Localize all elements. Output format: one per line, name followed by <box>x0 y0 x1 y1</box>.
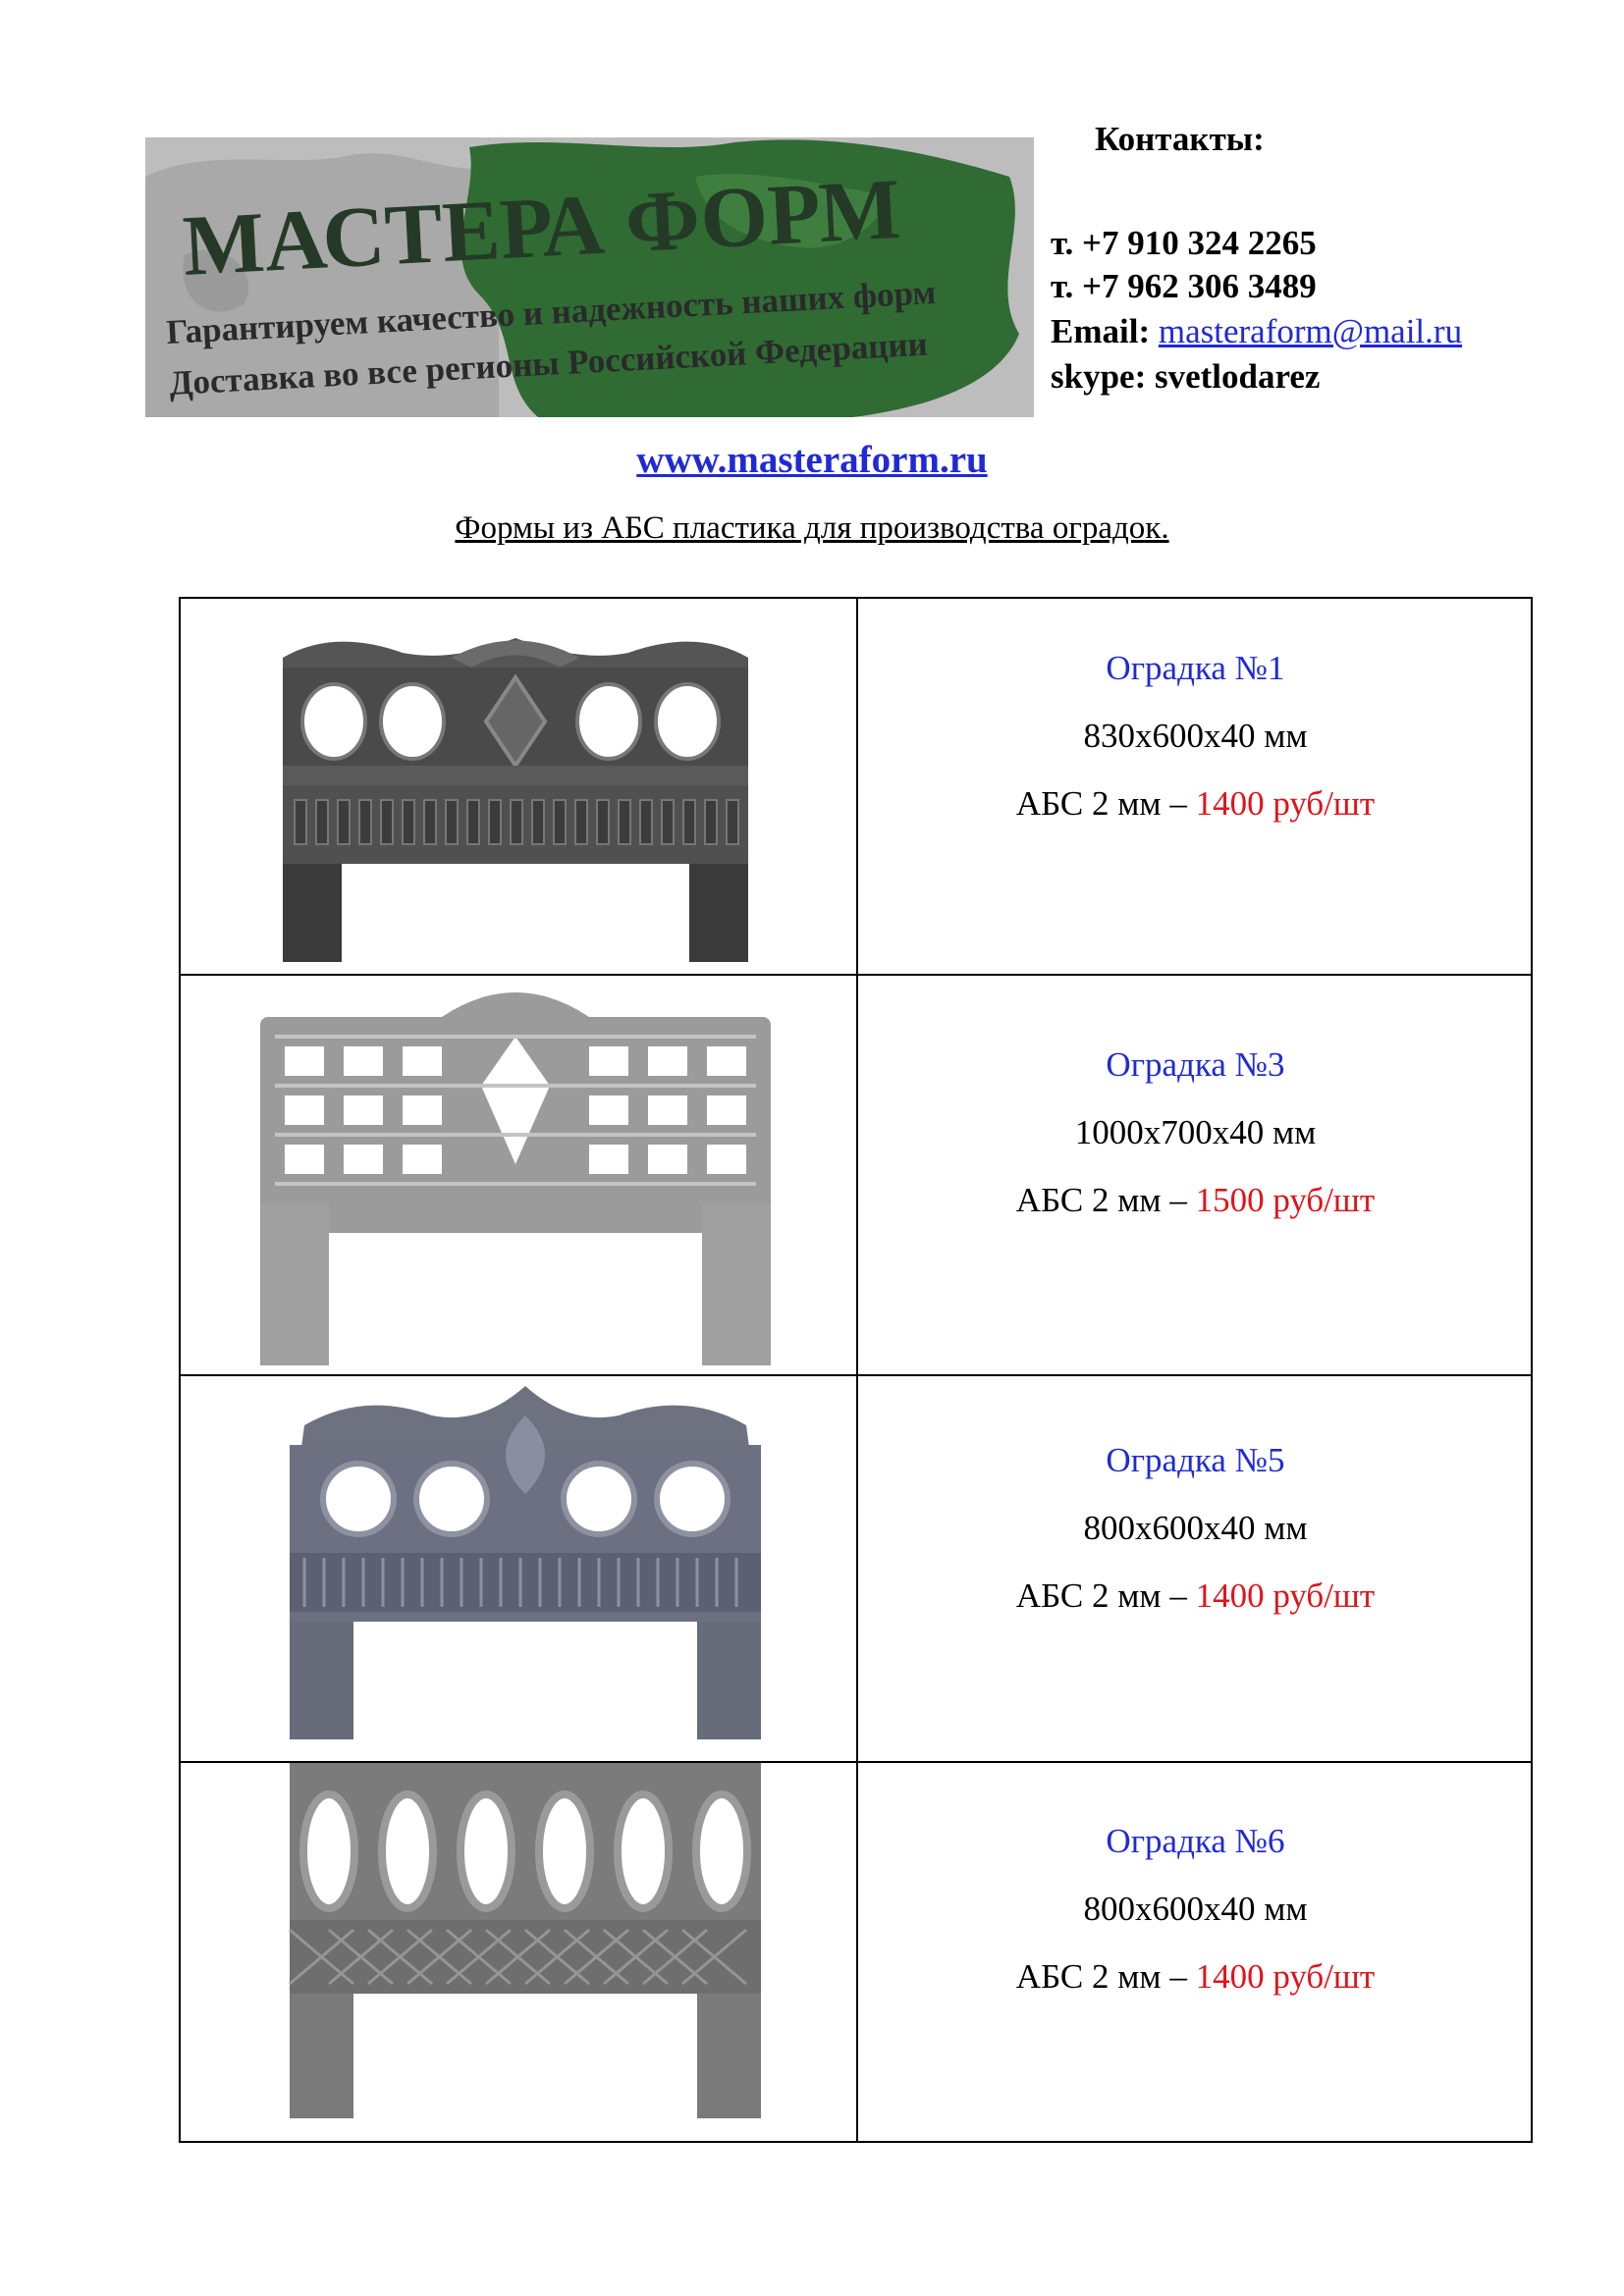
company-banner: МАСТЕРА ФОРМ Гарантируем качество и наде… <box>145 137 1034 417</box>
product-price: 1400 <box>1195 1576 1265 1615</box>
product-price-unit: руб/шт <box>1272 1576 1376 1615</box>
fence-1-info: Оградка №1 830х600х40 мм АБС 2 мм – 1400… <box>858 651 1533 821</box>
product-material: АБС 2 мм – <box>1015 1181 1187 1219</box>
product-material: АБС 2 мм – <box>1015 784 1187 823</box>
product-price: 1400 <box>1195 1957 1265 1996</box>
product-price-unit: руб/шт <box>1272 1957 1376 1996</box>
email-line: Email: masteraform@mail.ru <box>1051 312 1462 351</box>
fence-3-image <box>181 976 856 1374</box>
table-row: Оградка №1 830х600х40 мм АБС 2 мм – 1400… <box>181 599 1531 974</box>
product-price-line: АБС 2 мм – 1500 руб/шт <box>858 1183 1533 1217</box>
website-link[interactable]: www.masteraform.ru <box>636 439 988 481</box>
product-name: Оградка №3 <box>1106 1045 1285 1084</box>
product-name: Оградка №6 <box>1106 1822 1285 1860</box>
phone-2: т. +7 962 306 3489 <box>1051 267 1317 305</box>
table-row: Оградка №6 800х600х40 мм АБС 2 мм – 1400… <box>181 1761 1531 2141</box>
fence-6-image <box>181 1763 856 2141</box>
product-name: Оградка №1 <box>1106 649 1285 687</box>
table-row: Оградка №5 800х600х40 мм АБС 2 мм – 1400… <box>181 1374 1531 1761</box>
fence-3-info: Оградка №3 1000х700х40 мм АБС 2 мм – 150… <box>858 1047 1533 1217</box>
product-price: 1400 <box>1195 784 1265 823</box>
product-material: АБС 2 мм – <box>1015 1576 1187 1615</box>
product-material: АБС 2 мм – <box>1015 1957 1187 1996</box>
product-price-line: АБС 2 мм – 1400 руб/шт <box>858 1578 1533 1613</box>
product-table: Оградка №1 830х600х40 мм АБС 2 мм – 1400… <box>179 597 1533 2143</box>
fence-6-info: Оградка №6 800х600х40 мм АБС 2 мм – 1400… <box>858 1824 1533 1994</box>
product-size: 1000х700х40 мм <box>1074 1113 1317 1151</box>
page-subtitle: Формы из АБС пластика для производства о… <box>455 510 1169 546</box>
fence-5-info: Оградка №5 800х600х40 мм АБС 2 мм – 1400… <box>858 1443 1533 1613</box>
product-size: 800х600х40 мм <box>1083 1509 1308 1547</box>
product-price-unit: руб/шт <box>1272 784 1376 823</box>
phone-1: т. +7 910 324 2265 <box>1051 224 1317 262</box>
contacts-title: Контакты: <box>1095 120 1265 158</box>
product-size: 800х600х40 мм <box>1083 1890 1308 1928</box>
product-size: 830х600х40 мм <box>1083 717 1308 755</box>
skype: skype: svetlodarez <box>1051 357 1321 396</box>
email-label: Email: <box>1051 312 1151 350</box>
product-price-line: АБС 2 мм – 1400 руб/шт <box>858 1959 1533 1994</box>
table-row: Оградка №3 1000х700х40 мм АБС 2 мм – 150… <box>181 974 1531 1374</box>
fence-5-image <box>181 1376 856 1761</box>
fence-1-image <box>181 599 856 974</box>
product-name: Оградка №5 <box>1106 1441 1285 1479</box>
email-link[interactable]: masteraform@mail.ru <box>1158 312 1463 350</box>
product-price: 1500 <box>1195 1181 1265 1219</box>
product-price-unit: руб/шт <box>1272 1181 1376 1219</box>
product-price-line: АБС 2 мм – 1400 руб/шт <box>858 786 1533 821</box>
